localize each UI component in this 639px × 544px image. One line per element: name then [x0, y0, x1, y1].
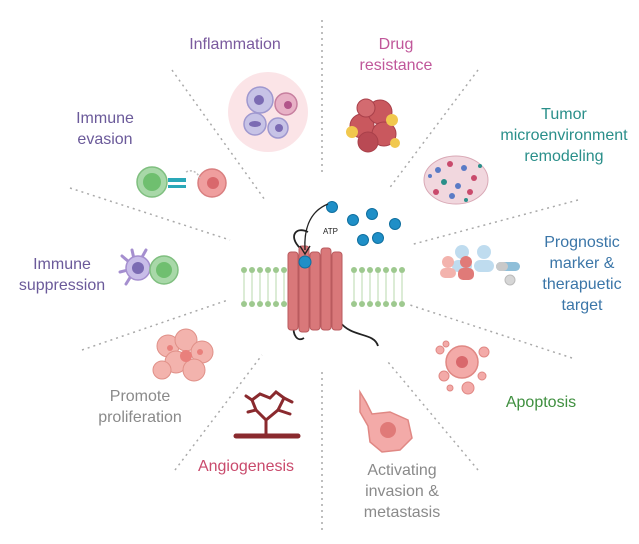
prognostic-people-pill-icon — [440, 245, 520, 286]
label-line: evasion — [77, 131, 133, 148]
label-prognostic-marker: Prognostic marker & therapuetic target — [530, 232, 634, 316]
label-promote-proliferation: Promote proliferation — [84, 386, 196, 428]
invasion-metastasis-cell-icon — [359, 389, 413, 453]
immune-suppression-cells-icon — [118, 248, 179, 286]
label-line: remodeling — [524, 148, 604, 165]
label-line: therapuetic — [542, 276, 622, 293]
label-activating-invasion: Activating invasion & metastasis — [348, 460, 456, 523]
divider-upper-left — [171, 69, 266, 201]
atp-arrow — [304, 203, 329, 251]
label-drug-resistance: Drug resistance — [346, 34, 446, 76]
divider-right-high — [409, 199, 579, 246]
immune-evasion-cells-icon — [136, 166, 227, 198]
label-apoptosis: Apoptosis — [486, 392, 596, 413]
label-line: Activating — [367, 462, 437, 479]
label-line: Drug — [378, 36, 414, 53]
label-line: Immune — [76, 110, 134, 127]
label-line: marker & — [549, 255, 615, 272]
tumor-microenvironment-icon — [423, 155, 489, 205]
label-line: Prognostic — [544, 234, 620, 251]
divider-left-high — [69, 187, 231, 241]
label-line: suppression — [18, 277, 106, 294]
label-immune-suppression: Immune suppression — [14, 254, 110, 296]
label-line: Angiogenesis — [197, 458, 295, 475]
atp-molecules — [326, 201, 401, 246]
label-line: resistance — [359, 57, 433, 74]
divider-lines — [69, 20, 579, 530]
apoptosis-cell-icon — [435, 340, 490, 395]
label-line: microenvironment — [500, 127, 628, 144]
divider-upper-right — [387, 69, 479, 191]
label-line: Immune — [33, 256, 91, 273]
label-line: target — [561, 297, 603, 314]
label-line: metastasis — [363, 504, 441, 521]
atp-label: ATP — [323, 227, 338, 236]
proliferation-cluster-icon — [152, 328, 214, 382]
label-immune-evasion: Immune evasion — [60, 108, 150, 150]
label-line: invasion & — [365, 483, 439, 500]
label-line: Promote — [109, 388, 171, 405]
divider-right-low — [409, 304, 573, 359]
label-inflammation: Inflammation — [170, 34, 300, 55]
membrane-bilayer — [241, 267, 405, 307]
label-line: Apoptosis — [505, 394, 577, 411]
angiogenesis-vessel-icon — [233, 390, 301, 439]
label-line: Tumor — [541, 106, 587, 123]
inflammation-cells-icon — [228, 72, 308, 152]
drug-resistance-cluster-icon — [346, 98, 400, 153]
label-angiogenesis: Angiogenesis — [184, 456, 308, 477]
label-line: proliferation — [98, 409, 182, 426]
label-line: Inflammation — [189, 36, 281, 53]
label-tumor-microenvironment: Tumor microenvironment remodeling — [494, 104, 634, 167]
divider-lower-left — [174, 354, 263, 471]
atp-arrowhead — [299, 245, 311, 256]
divider-left-low — [81, 299, 229, 351]
receptor-protein — [287, 229, 379, 347]
